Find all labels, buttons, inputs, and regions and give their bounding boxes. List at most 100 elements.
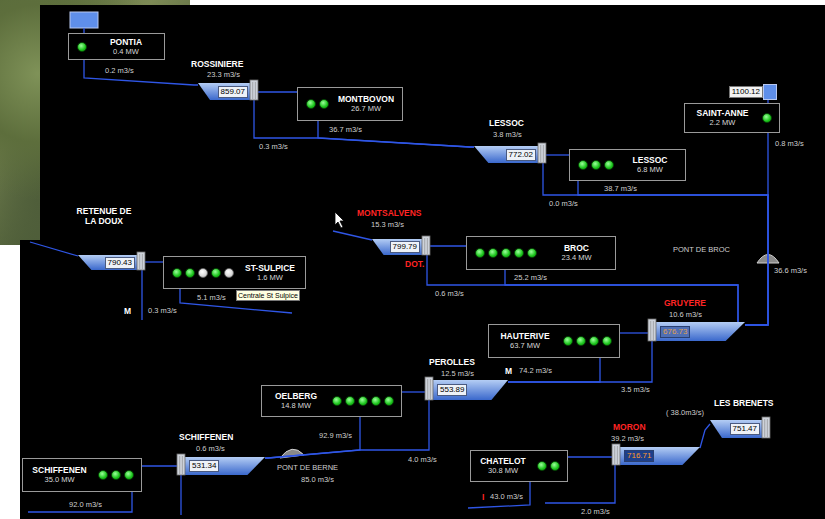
water-line — [28, 28, 615, 515]
station-power: 1.6 MW — [257, 273, 283, 283]
turbine-icons — [561, 336, 613, 346]
station-label: BROC23.4 MW — [544, 243, 609, 263]
station-name: SAINT-ANNE — [697, 108, 749, 118]
inflow-rate: 0.6 m3/s — [195, 444, 226, 453]
reservoir: LES BRENETS( 38.0m3/s)751.47 — [710, 420, 770, 438]
water-connector — [430, 245, 466, 246]
reservoir-name: LESSOC — [488, 118, 525, 128]
intake-tank — [763, 84, 777, 100]
turbine-icons — [576, 160, 615, 170]
dam-mark — [430, 379, 431, 399]
turbine-icons — [473, 248, 538, 258]
turbine-icons — [75, 42, 88, 52]
reservoir: RETENUE DE LA DOUX790.43 — [78, 255, 145, 270]
flow-label: 25.2 m3/s — [513, 273, 548, 282]
inflow-rate: 10.6 m3/s — [668, 310, 703, 319]
water-level: 859.07 — [218, 86, 248, 98]
station-label: CHATELOT30.8 MW — [477, 456, 529, 476]
water-connector — [700, 424, 710, 448]
water-connector — [145, 261, 163, 262]
turbine-box: SCHIFFENEN35.0 MW — [22, 458, 142, 492]
water-line — [180, 475, 181, 515]
station-name: LESSOC — [633, 155, 668, 165]
reservoir-water — [620, 447, 700, 465]
water-connector — [142, 465, 177, 466]
flow-label: 92.9 m3/s — [318, 431, 353, 440]
turbine-unit — [224, 268, 234, 278]
turbine-unit — [762, 113, 772, 123]
reservoir-water — [78, 255, 137, 270]
dam-mark — [252, 82, 253, 99]
turbine-unit — [124, 470, 134, 480]
turbine-unit — [77, 42, 87, 52]
turbine-box: PONTIA0.4 MW — [68, 33, 165, 60]
water-line — [30, 242, 78, 256]
water-connector — [745, 133, 768, 325]
flow-label: 0.2 m3/s — [104, 66, 135, 75]
station-name: MONTBOVON — [338, 94, 394, 104]
water-line — [333, 231, 372, 240]
water-level: 553.89 — [437, 384, 467, 396]
water-level: 799.79 — [390, 241, 420, 253]
turbine-box: ST-SULPICE1.6 MW — [163, 256, 306, 289]
dam-mark — [142, 254, 143, 269]
reservoir: MORON39.2 m3/s716.71 — [612, 447, 700, 465]
water-line — [468, 482, 530, 508]
station-label: PONTIA0.4 MW — [94, 37, 158, 57]
turbine-unit — [98, 470, 108, 480]
flow-label: 0.3 m3/s — [147, 306, 178, 315]
turbine-box: CHATELOT30.8 MW — [470, 450, 568, 482]
water-line — [141, 270, 142, 320]
marker-label: M — [504, 366, 513, 376]
dam-symbol — [425, 377, 433, 400]
dam-mark — [424, 238, 425, 254]
station-power: 35.0 MW — [44, 475, 74, 485]
turbine-unit — [172, 268, 182, 278]
reservoir: SCHIFFENEN0.6 m3/s531.34 — [177, 457, 265, 475]
station-power: 14.8 MW — [281, 401, 311, 411]
water-connector — [508, 358, 600, 382]
flow-label: 43.0 m3/s — [489, 492, 524, 501]
turbine-icons — [170, 268, 235, 278]
reservoir-water — [656, 322, 745, 341]
water-level: 531.34 — [189, 460, 219, 472]
turbine-box: HAUTERIVE63.7 MW — [488, 324, 620, 358]
reservoir-water — [198, 83, 250, 100]
dam-symbol — [762, 417, 770, 438]
turbine-icons — [330, 396, 395, 406]
turbine-box: OELBERG14.8 MW — [261, 385, 402, 417]
turbine-unit — [198, 268, 208, 278]
turbine-icons — [96, 470, 135, 480]
turbine-unit — [604, 160, 614, 170]
turbine-box: LESSOC6.8 MW — [569, 149, 686, 181]
marker-label: I — [481, 492, 485, 502]
station-name: BROC — [564, 243, 589, 253]
dam-mark — [653, 321, 654, 340]
station-power: 30.8 MW — [488, 466, 518, 476]
intake-box: 1100.12 — [729, 84, 777, 100]
flow-label: 74.2 m3/s — [518, 366, 553, 375]
inflow-rate: 39.2 m3/s — [610, 434, 645, 443]
flow-label: PONT DE BROC — [672, 245, 731, 254]
water-connector — [254, 100, 474, 147]
flow-label: 0.6 m3/s — [434, 289, 465, 298]
flow-label: 36.7 m3/s — [328, 125, 363, 134]
dam-symbol — [177, 454, 185, 475]
station-power: 26.7 MW — [351, 104, 381, 114]
flow-label: 2.0 m3/s — [580, 507, 611, 516]
reservoir-name: MORON — [612, 422, 647, 432]
dam-symbol — [648, 319, 656, 341]
station-label: SCHIFFENEN35.0 MW — [29, 465, 90, 485]
station-label: OELBERG14.8 MW — [268, 391, 324, 411]
water-level: 790.43 — [105, 257, 135, 269]
turbine-box: BROC23.4 MW — [466, 236, 616, 270]
inflow-rate: ( 38.0m3/s) — [665, 408, 705, 417]
dam-symbol — [422, 236, 430, 255]
flow-label: 0.3 m3/s — [258, 142, 289, 151]
turbine-unit — [501, 248, 511, 258]
dam-symbol — [137, 252, 145, 270]
dam-mark — [427, 379, 428, 399]
turbine-unit — [488, 248, 498, 258]
marker-label: DOT. — [404, 259, 425, 269]
